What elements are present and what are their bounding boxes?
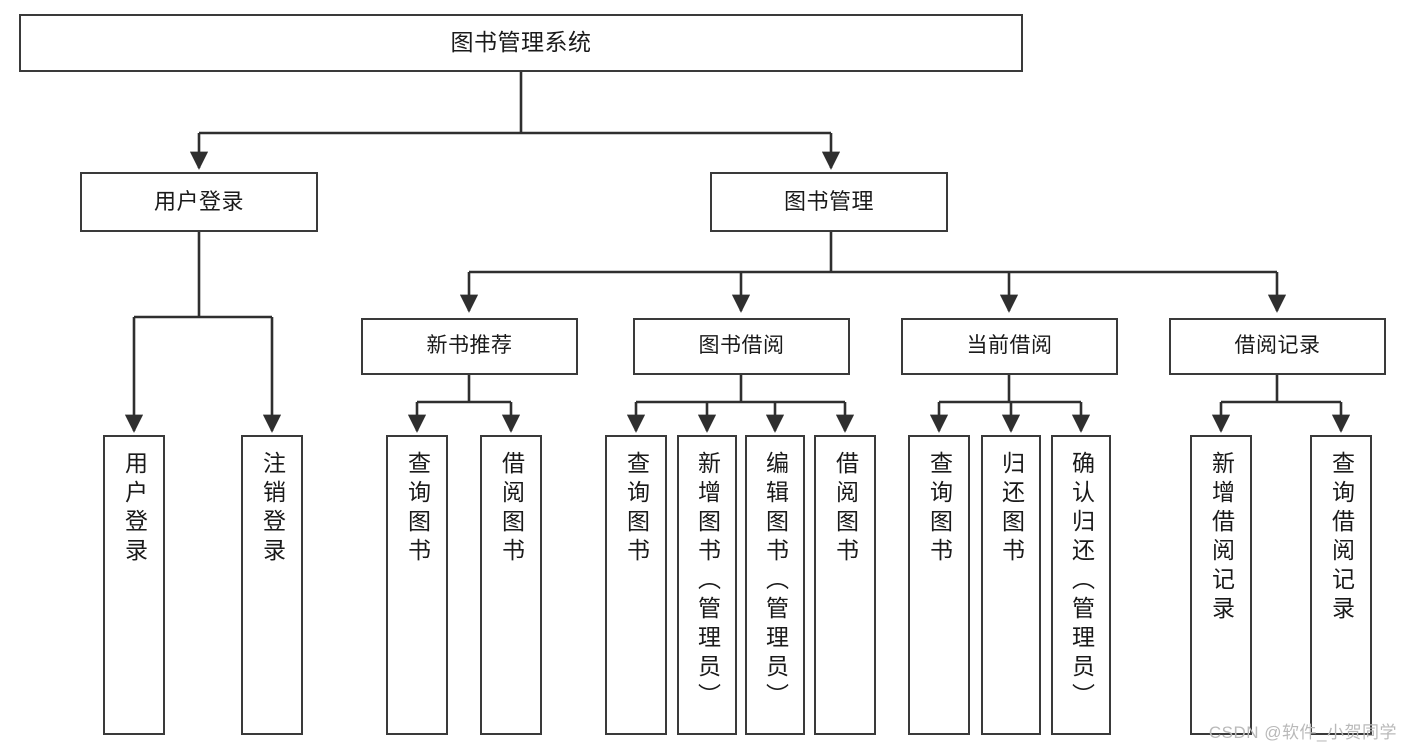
node-root-label: 图书管理系统 — [450, 29, 592, 56]
node-current-borrow-label: 当前借阅 — [966, 334, 1053, 358]
leaf-return-book[interactable]: 归还图书 — [981, 435, 1041, 735]
node-current-borrow[interactable]: 当前借阅 — [901, 318, 1118, 375]
leaf-query-record-label: 查询借阅记录 — [1328, 451, 1355, 625]
leaf-query-book-2-label: 查询图书 — [623, 451, 650, 567]
leaf-logout[interactable]: 注销登录 — [241, 435, 303, 735]
node-root[interactable]: 图书管理系统 — [19, 14, 1023, 72]
leaf-borrow-book-1-label: 借阅图书 — [498, 451, 525, 567]
leaf-return-book-label: 归还图书 — [998, 451, 1025, 567]
leaf-query-book-2[interactable]: 查询图书 — [605, 435, 667, 735]
node-book-management[interactable]: 图书管理 — [710, 172, 948, 232]
leaf-borrow-book-2[interactable]: 借阅图书 — [814, 435, 876, 735]
leaf-query-book-1-label: 查询图书 — [404, 451, 431, 567]
leaf-add-record-label: 新增借阅记录 — [1208, 451, 1235, 625]
leaf-confirm-return-label: 确认归还（管理员） — [1068, 451, 1095, 712]
leaf-user-login[interactable]: 用户登录 — [103, 435, 165, 735]
leaf-add-record[interactable]: 新增借阅记录 — [1190, 435, 1252, 735]
node-book-borrow[interactable]: 图书借阅 — [633, 318, 850, 375]
leaf-user-login-label: 用户登录 — [121, 451, 148, 567]
leaf-add-book-label: 新增图书（管理员） — [694, 451, 721, 712]
leaf-query-book-3[interactable]: 查询图书 — [908, 435, 970, 735]
leaf-borrow-book-1[interactable]: 借阅图书 — [480, 435, 542, 735]
leaf-query-book-3-label: 查询图书 — [926, 451, 953, 567]
node-new-book-recommend-label: 新书推荐 — [426, 334, 513, 358]
leaf-query-record[interactable]: 查询借阅记录 — [1310, 435, 1372, 735]
leaf-edit-book-label: 编辑图书（管理员） — [762, 451, 789, 712]
leaf-query-book-1[interactable]: 查询图书 — [386, 435, 448, 735]
node-borrow-record-label: 借阅记录 — [1234, 334, 1321, 358]
csdn-watermark: CSDN @软件_小贺同学 — [1208, 723, 1397, 742]
node-book-management-label: 图书管理 — [783, 189, 874, 215]
node-user-login[interactable]: 用户登录 — [80, 172, 318, 232]
node-book-borrow-label: 图书借阅 — [698, 334, 785, 358]
leaf-add-book[interactable]: 新增图书（管理员） — [677, 435, 737, 735]
node-new-book-recommend[interactable]: 新书推荐 — [361, 318, 578, 375]
leaf-edit-book[interactable]: 编辑图书（管理员） — [745, 435, 805, 735]
leaf-confirm-return[interactable]: 确认归还（管理员） — [1051, 435, 1111, 735]
leaf-borrow-book-2-label: 借阅图书 — [832, 451, 859, 567]
node-user-login-label: 用户登录 — [153, 189, 244, 215]
leaf-logout-label: 注销登录 — [259, 451, 286, 567]
node-borrow-record[interactable]: 借阅记录 — [1169, 318, 1386, 375]
